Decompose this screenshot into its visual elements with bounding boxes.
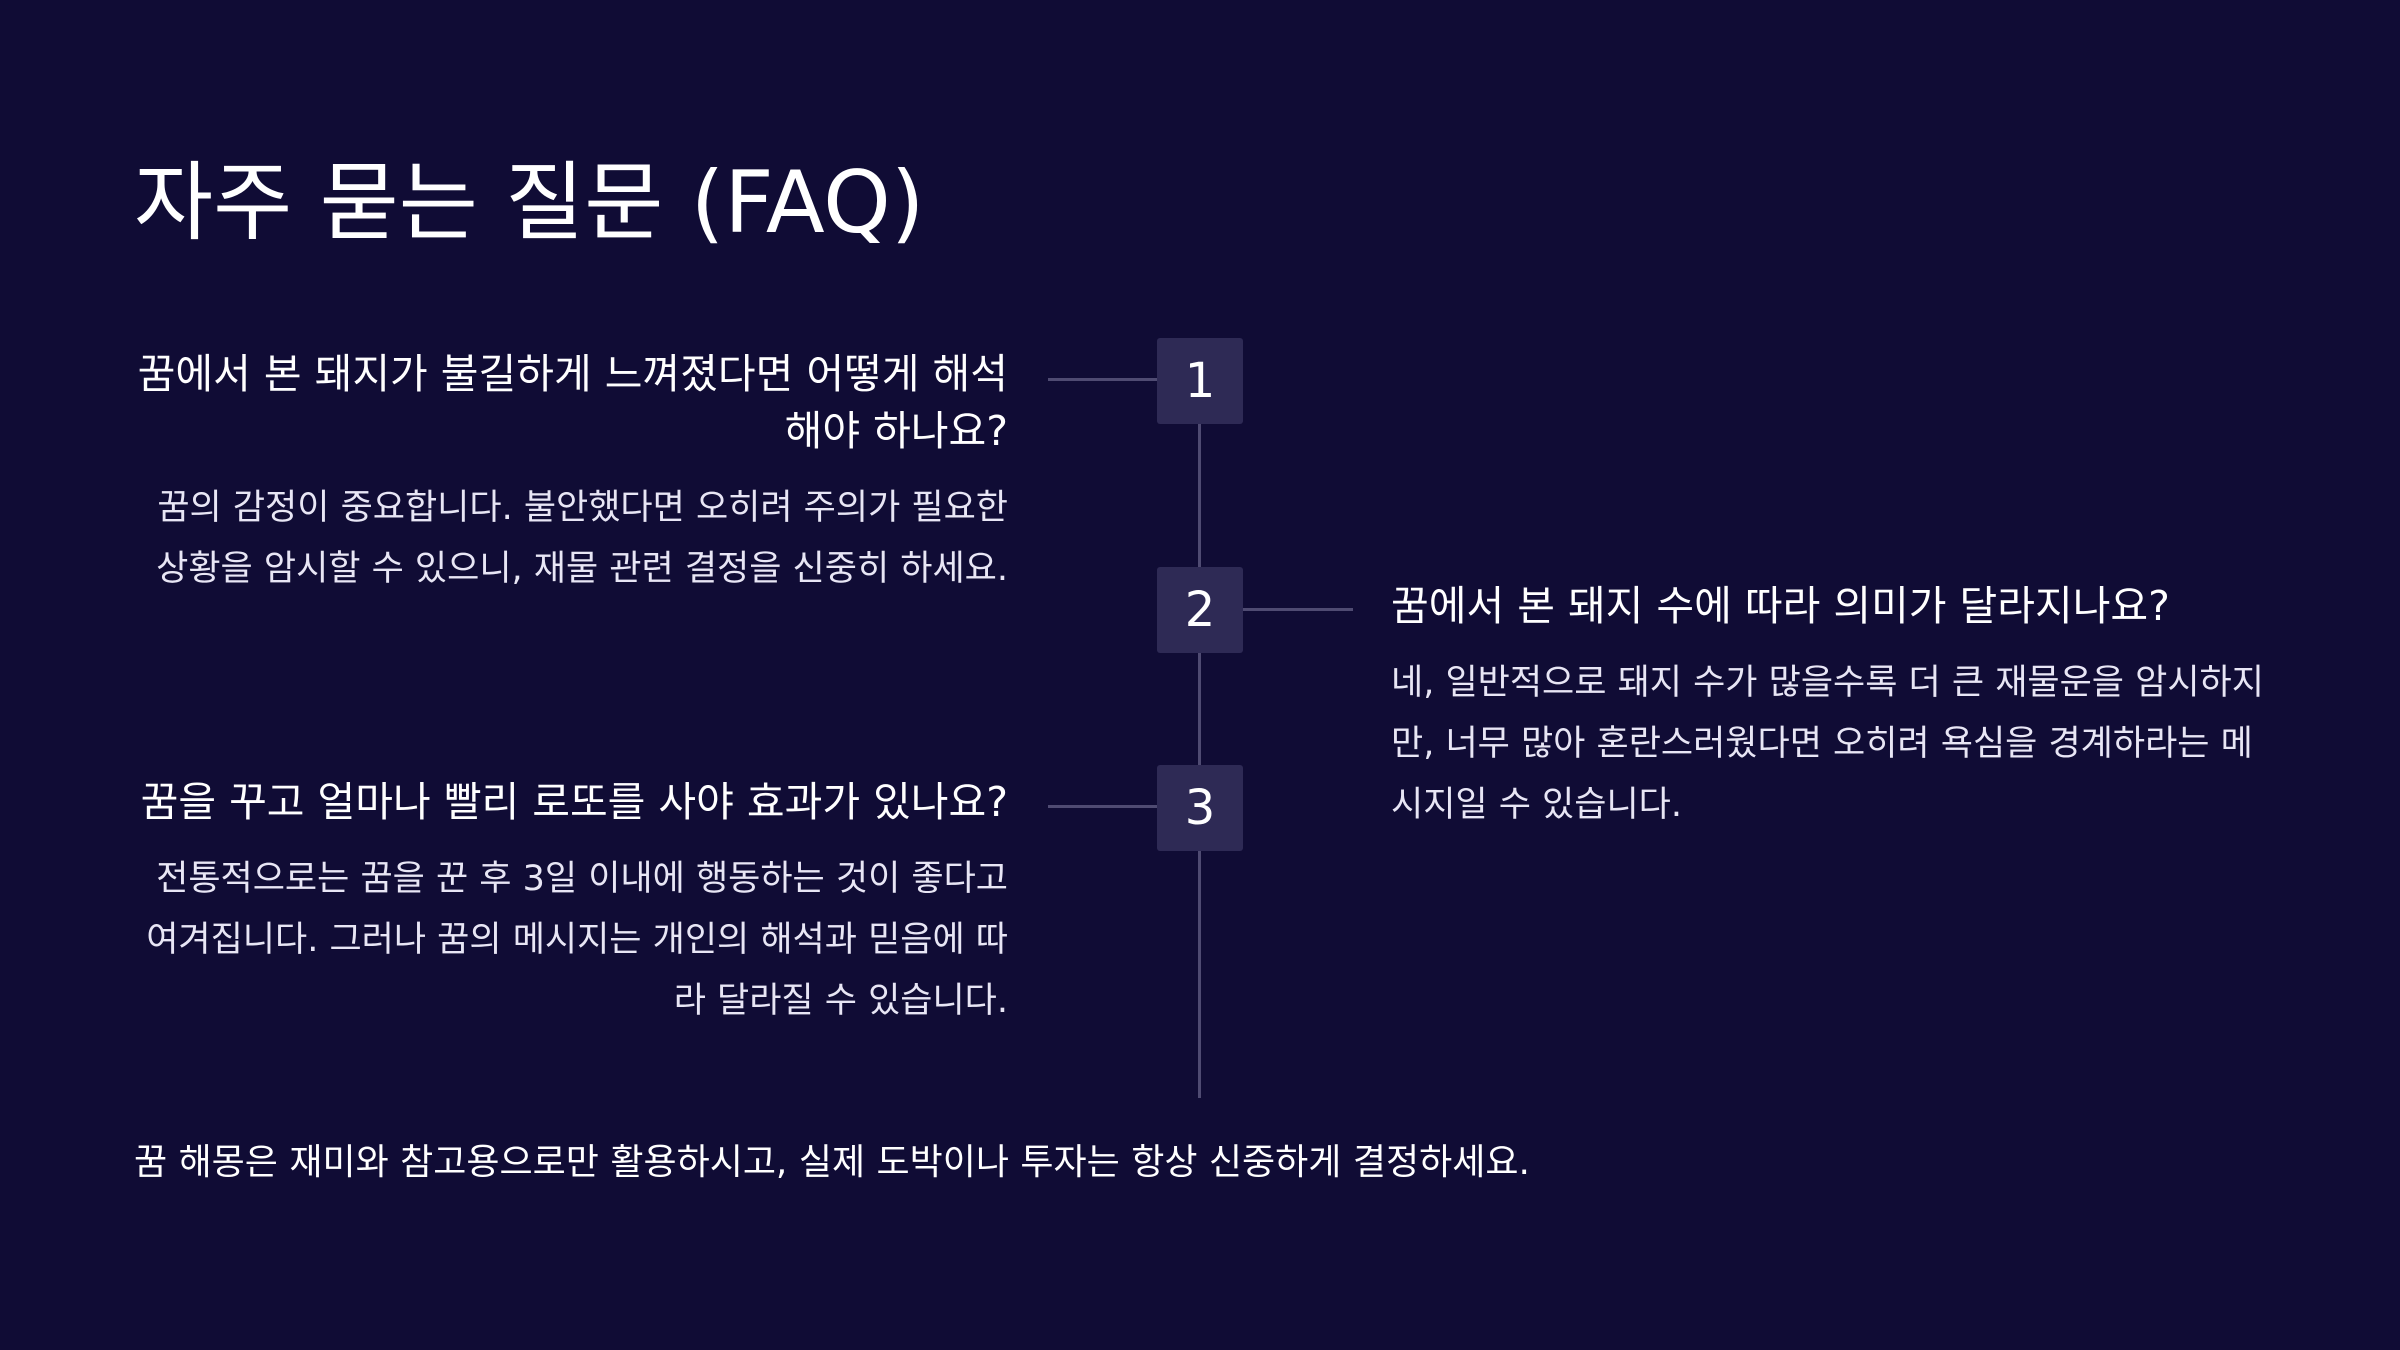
page-title: 자주 묻는 질문 (FAQ)	[134, 153, 925, 253]
faq-item-3: 꿈을 꾸고 얼마나 빨리 로또를 사야 효과가 있나요? 전통적으로는 꿈을 꾼…	[128, 774, 1008, 1032]
faq-answer-2: 네, 일반적으로 돼지 수가 많을수록 더 큰 재물운을 암시하지만, 너무 많…	[1391, 663, 2264, 825]
faq-number-1: 1	[1157, 338, 1243, 424]
faq-number-2: 2	[1157, 567, 1243, 653]
connector-2	[1243, 608, 1353, 611]
faq-number-3: 3	[1157, 765, 1243, 851]
connector-1	[1048, 378, 1158, 381]
faq-answer-3: 전통적으로는 꿈을 꾼 후 3일 이내에 행동하는 것이 좋다고 여겨집니다. …	[146, 859, 1008, 1021]
connector-3	[1048, 805, 1158, 808]
faq-question-2: 꿈에서 본 돼지 수에 따라 의미가 달라지나요?	[1391, 582, 2170, 630]
faq-item-2: 꿈에서 본 돼지 수에 따라 의미가 달라지나요? 네, 일반적으로 돼지 수가…	[1391, 578, 2271, 836]
faq-question-1: 꿈에서 본 돼지가 불길하게 느껴졌다면 어떻게 해석해야 하나요?	[137, 350, 1008, 455]
faq-question-3: 꿈을 꾸고 얼마나 빨리 로또를 사야 효과가 있나요?	[140, 778, 1008, 826]
faq-answer-1: 꿈의 감정이 중요합니다. 불안했다면 오히려 주의가 필요한 상황을 암시할 …	[156, 488, 1008, 589]
faq-item-1: 꿈에서 본 돼지가 불길하게 느껴졌다면 어떻게 해석해야 하나요? 꿈의 감정…	[128, 346, 1008, 600]
footer-note: 꿈 해몽은 재미와 참고용으로만 활용하시고, 실제 도박이나 투자는 항상 신…	[134, 1142, 1530, 1183]
timeline-line	[1198, 380, 1201, 1098]
